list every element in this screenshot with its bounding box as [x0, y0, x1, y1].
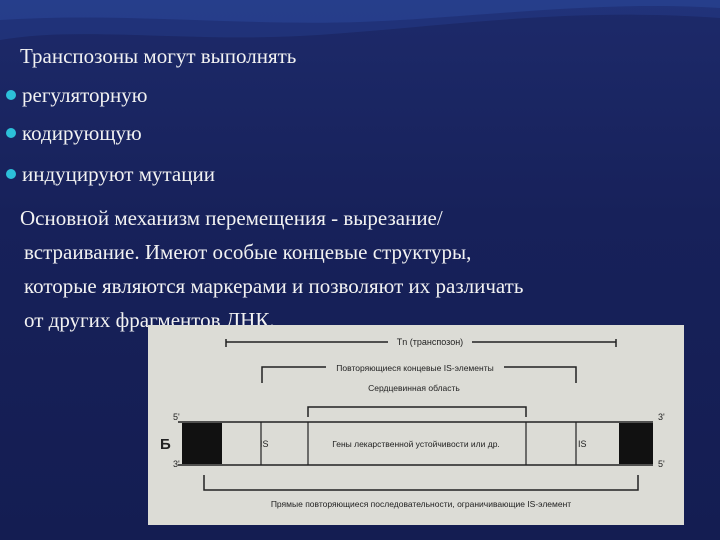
- ir-label: Повторяющиеся концевые IS-элементы: [336, 363, 493, 373]
- end-5-left: 5': [173, 412, 180, 422]
- bullet-dot-icon: [6, 169, 16, 179]
- end-5-right: 5': [658, 459, 665, 469]
- core-label: Сердцевинная область: [368, 383, 460, 393]
- genes-label: Гены лекарственной устойчивости или др.: [332, 439, 500, 449]
- bullet-item: регуляторную: [6, 83, 147, 107]
- bottom-label: Прямые повторяющиеся последовательности,…: [271, 499, 571, 509]
- paragraph-line: Основной механизм перемещения - вырезани…: [20, 206, 443, 230]
- bullet-item: индуцируют мутации: [6, 162, 215, 186]
- tn-label: Tn (транспозон): [397, 337, 463, 347]
- bullet-dot-icon: [6, 128, 16, 138]
- main-paragraph: Основной механизм перемещения - вырезани…: [20, 201, 710, 337]
- left-is-label: IS: [260, 439, 269, 449]
- paragraph-line: которые являются маркерами и позволяют и…: [24, 274, 524, 298]
- right-is-label: IS: [578, 439, 587, 449]
- bullet-label: кодирующую: [22, 121, 142, 145]
- header-swoosh: [0, 0, 720, 40]
- panel-label: Б: [160, 436, 171, 453]
- bullet-label: регуляторную: [22, 83, 148, 107]
- intro-text: Транспозоны могут выполнять: [20, 44, 297, 68]
- bullet-label: индуцируют мутации: [22, 162, 215, 186]
- end-3-left: 3': [173, 459, 180, 469]
- paragraph-line: встраивание. Имеют особые концевые струк…: [24, 240, 472, 264]
- transposon-diagram: Tn (транспозон) Повторяющиеся концевые I…: [148, 325, 684, 525]
- end-3-right: 3': [658, 412, 665, 422]
- diagram-svg: Tn (транспозон) Повторяющиеся концевые I…: [160, 334, 665, 509]
- bullet-item: кодирующую: [6, 121, 142, 145]
- bullet-dot-icon: [6, 90, 16, 100]
